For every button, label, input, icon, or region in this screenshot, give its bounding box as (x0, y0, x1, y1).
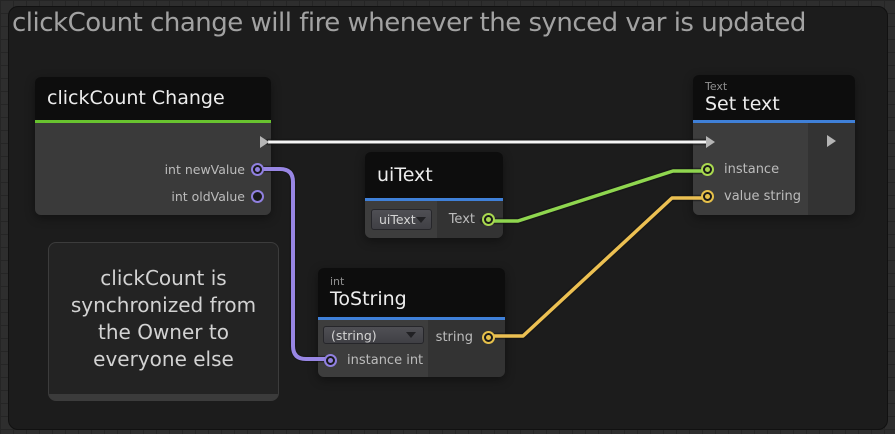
port-label-oldvalue: int oldValue (171, 189, 245, 204)
port-tostring-instance[interactable] (324, 354, 337, 367)
node-set-text-title: Set text (705, 92, 780, 115)
node-tostring-title: ToString (330, 287, 407, 310)
node-uitext-left-col: uiText (365, 201, 437, 238)
chevron-down-icon (415, 216, 426, 223)
flow-output-arrow-icon[interactable] (260, 136, 269, 148)
flow-input-arrow-icon[interactable] (706, 136, 715, 148)
node-uitext[interactable]: uiText uiText Text (365, 152, 503, 238)
node-uitext-header[interactable]: uiText (365, 152, 503, 198)
comment-text: clickCount is synchronized from the Owne… (70, 266, 257, 371)
node-tostring-left-col: (string) instance int (318, 320, 428, 377)
port-label-instance-int: instance int (347, 353, 424, 368)
node-clickcount-change[interactable]: clickCount Change int newValue int oldVa… (35, 77, 271, 215)
tostring-dropdown-value: (string) (331, 327, 377, 343)
node-clickcount-change-title: clickCount Change (47, 87, 225, 109)
member-accent-bar (365, 198, 503, 201)
port-label-settext-value: value string (724, 189, 801, 204)
node-set-text-type: Text (705, 79, 728, 93)
node-tostring[interactable]: int ToString (string) instance int strin… (318, 268, 505, 377)
node-set-text-right-col (808, 123, 855, 215)
comment-resize-handle[interactable] (49, 394, 278, 400)
node-set-text[interactable]: Text Set text instance value string (693, 75, 855, 215)
member-accent-bar (693, 120, 855, 123)
tostring-type-dropdown[interactable]: (string) (323, 326, 424, 344)
node-set-text-left-col: instance value string (693, 123, 808, 215)
port-settext-instance[interactable] (701, 163, 714, 176)
event-accent-bar (35, 120, 271, 123)
member-accent-bar (318, 317, 505, 320)
node-clickcount-change-header[interactable]: clickCount Change (35, 77, 271, 120)
flow-output-arrow-icon[interactable] (827, 135, 836, 147)
port-label-text: Text (448, 212, 475, 227)
chevron-down-icon (406, 332, 416, 338)
port-label-newvalue: int newValue (164, 162, 245, 177)
node-tostring-header[interactable]: int ToString (318, 268, 505, 317)
port-tostring-out[interactable] (482, 330, 495, 344)
node-tostring-type: int (330, 274, 345, 288)
node-clickcount-change-body: int newValue int oldValue (35, 123, 271, 215)
port-settext-value[interactable] (701, 190, 714, 203)
port-newvalue[interactable] (251, 163, 264, 176)
comment-box[interactable]: clickCount is synchronized from the Owne… (48, 242, 279, 401)
node-uitext-right-col: Text (437, 201, 503, 238)
port-label-string: string (435, 329, 473, 345)
node-set-text-header[interactable]: Text Set text (693, 75, 855, 120)
uitext-dropdown-value: uiText (379, 212, 416, 227)
port-label-settext-instance: instance (724, 162, 780, 177)
port-uitext-out[interactable] (482, 213, 495, 226)
uitext-variable-dropdown[interactable]: uiText (371, 209, 432, 230)
node-uitext-title: uiText (377, 163, 433, 186)
port-oldvalue[interactable] (251, 190, 264, 203)
group-title: clickCount change will fire whenever the… (12, 8, 806, 38)
node-tostring-right-col: string (428, 320, 505, 377)
